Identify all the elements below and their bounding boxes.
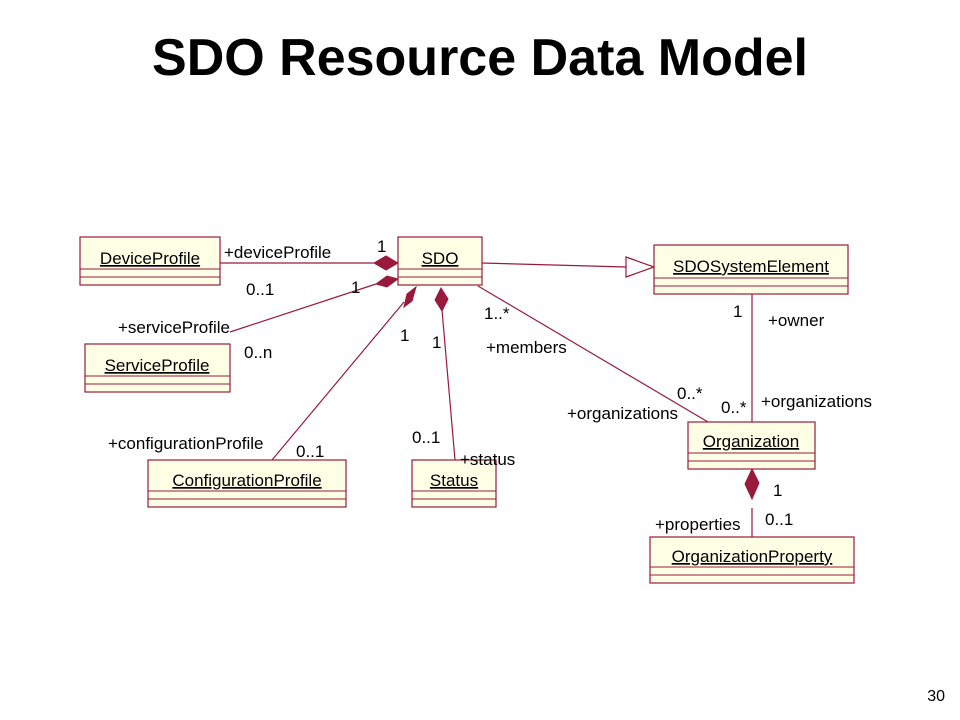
- role-device-profile: +deviceProfile: [224, 243, 331, 262]
- multiplicity-owner: 1: [733, 302, 742, 321]
- role-organizations-from-sdo: +organizations: [567, 404, 678, 423]
- class-sdo-system-element: SDOSystemElement: [653, 244, 849, 295]
- slide-title: SDO Resource Data Model: [152, 29, 808, 87]
- composition-diamond-configuration-profile: [403, 285, 417, 309]
- page-number: 30: [927, 688, 945, 705]
- multiplicity-service-profile: 0..n: [244, 343, 272, 362]
- role-configuration-profile: +configurationProfile: [108, 434, 263, 453]
- multiplicity-property-organization: 1: [773, 481, 782, 500]
- multiplicity-device-profile: 0..1: [246, 280, 274, 299]
- class-organization-property: OrganizationProperty: [649, 536, 855, 584]
- multiplicity-members: 1..*: [484, 304, 510, 323]
- multiplicity-organizations-from-sdo: 0..*: [677, 384, 703, 403]
- multiplicity-organizations-from-owner: 0..*: [721, 398, 747, 417]
- composition-diamond-organization-property: [744, 467, 760, 501]
- multiplicity-configuration-profile: 0..1: [296, 442, 324, 461]
- role-service-profile: +serviceProfile: [118, 318, 230, 337]
- composition-diamond-device-profile: [373, 255, 399, 271]
- class-organization: Organization: [687, 421, 816, 470]
- role-owner: +owner: [768, 311, 825, 330]
- class-device-profile: DeviceProfile: [79, 236, 221, 286]
- class-status: Status: [411, 459, 497, 508]
- role-organizations-from-owner: +organizations: [761, 392, 872, 411]
- generalization-line: [481, 262, 627, 268]
- generalization-arrowhead: [625, 256, 656, 278]
- association-sdo-organization: [477, 285, 709, 423]
- class-name-status: Status: [430, 471, 478, 490]
- association-service-profile: [229, 283, 377, 333]
- class-sdo: SDO: [397, 236, 483, 286]
- association-status: [441, 309, 456, 461]
- class-service-profile: ServiceProfile: [84, 343, 231, 393]
- multiplicity-properties: 0..1: [765, 510, 793, 529]
- multiplicity-status: 0..1: [412, 428, 440, 447]
- role-status: +status: [460, 450, 515, 469]
- class-name-organization-property: OrganizationProperty: [672, 547, 833, 566]
- multiplicity-device-profile-sdo: 1: [377, 237, 386, 256]
- composition-diamond-service-profile: [374, 275, 400, 288]
- composition-diamond-status: [434, 286, 449, 313]
- role-members: +members: [486, 338, 567, 357]
- class-name-organization: Organization: [703, 432, 799, 451]
- class-name-device-profile: DeviceProfile: [100, 249, 200, 268]
- role-properties: +properties: [655, 515, 741, 534]
- multiplicity-status-sdo: 1: [432, 333, 441, 352]
- multiplicity-service-profile-sdo: 1: [351, 278, 360, 297]
- class-name-sdo-system-element: SDOSystemElement: [673, 257, 829, 276]
- association-configuration-profile: [271, 301, 405, 461]
- class-configuration-profile: ConfigurationProfile: [147, 459, 347, 508]
- multiplicity-configuration-sdo: 1: [400, 326, 409, 345]
- class-name-configuration-profile: ConfigurationProfile: [172, 471, 321, 490]
- class-name-sdo: SDO: [422, 249, 459, 268]
- class-name-service-profile: ServiceProfile: [105, 356, 210, 375]
